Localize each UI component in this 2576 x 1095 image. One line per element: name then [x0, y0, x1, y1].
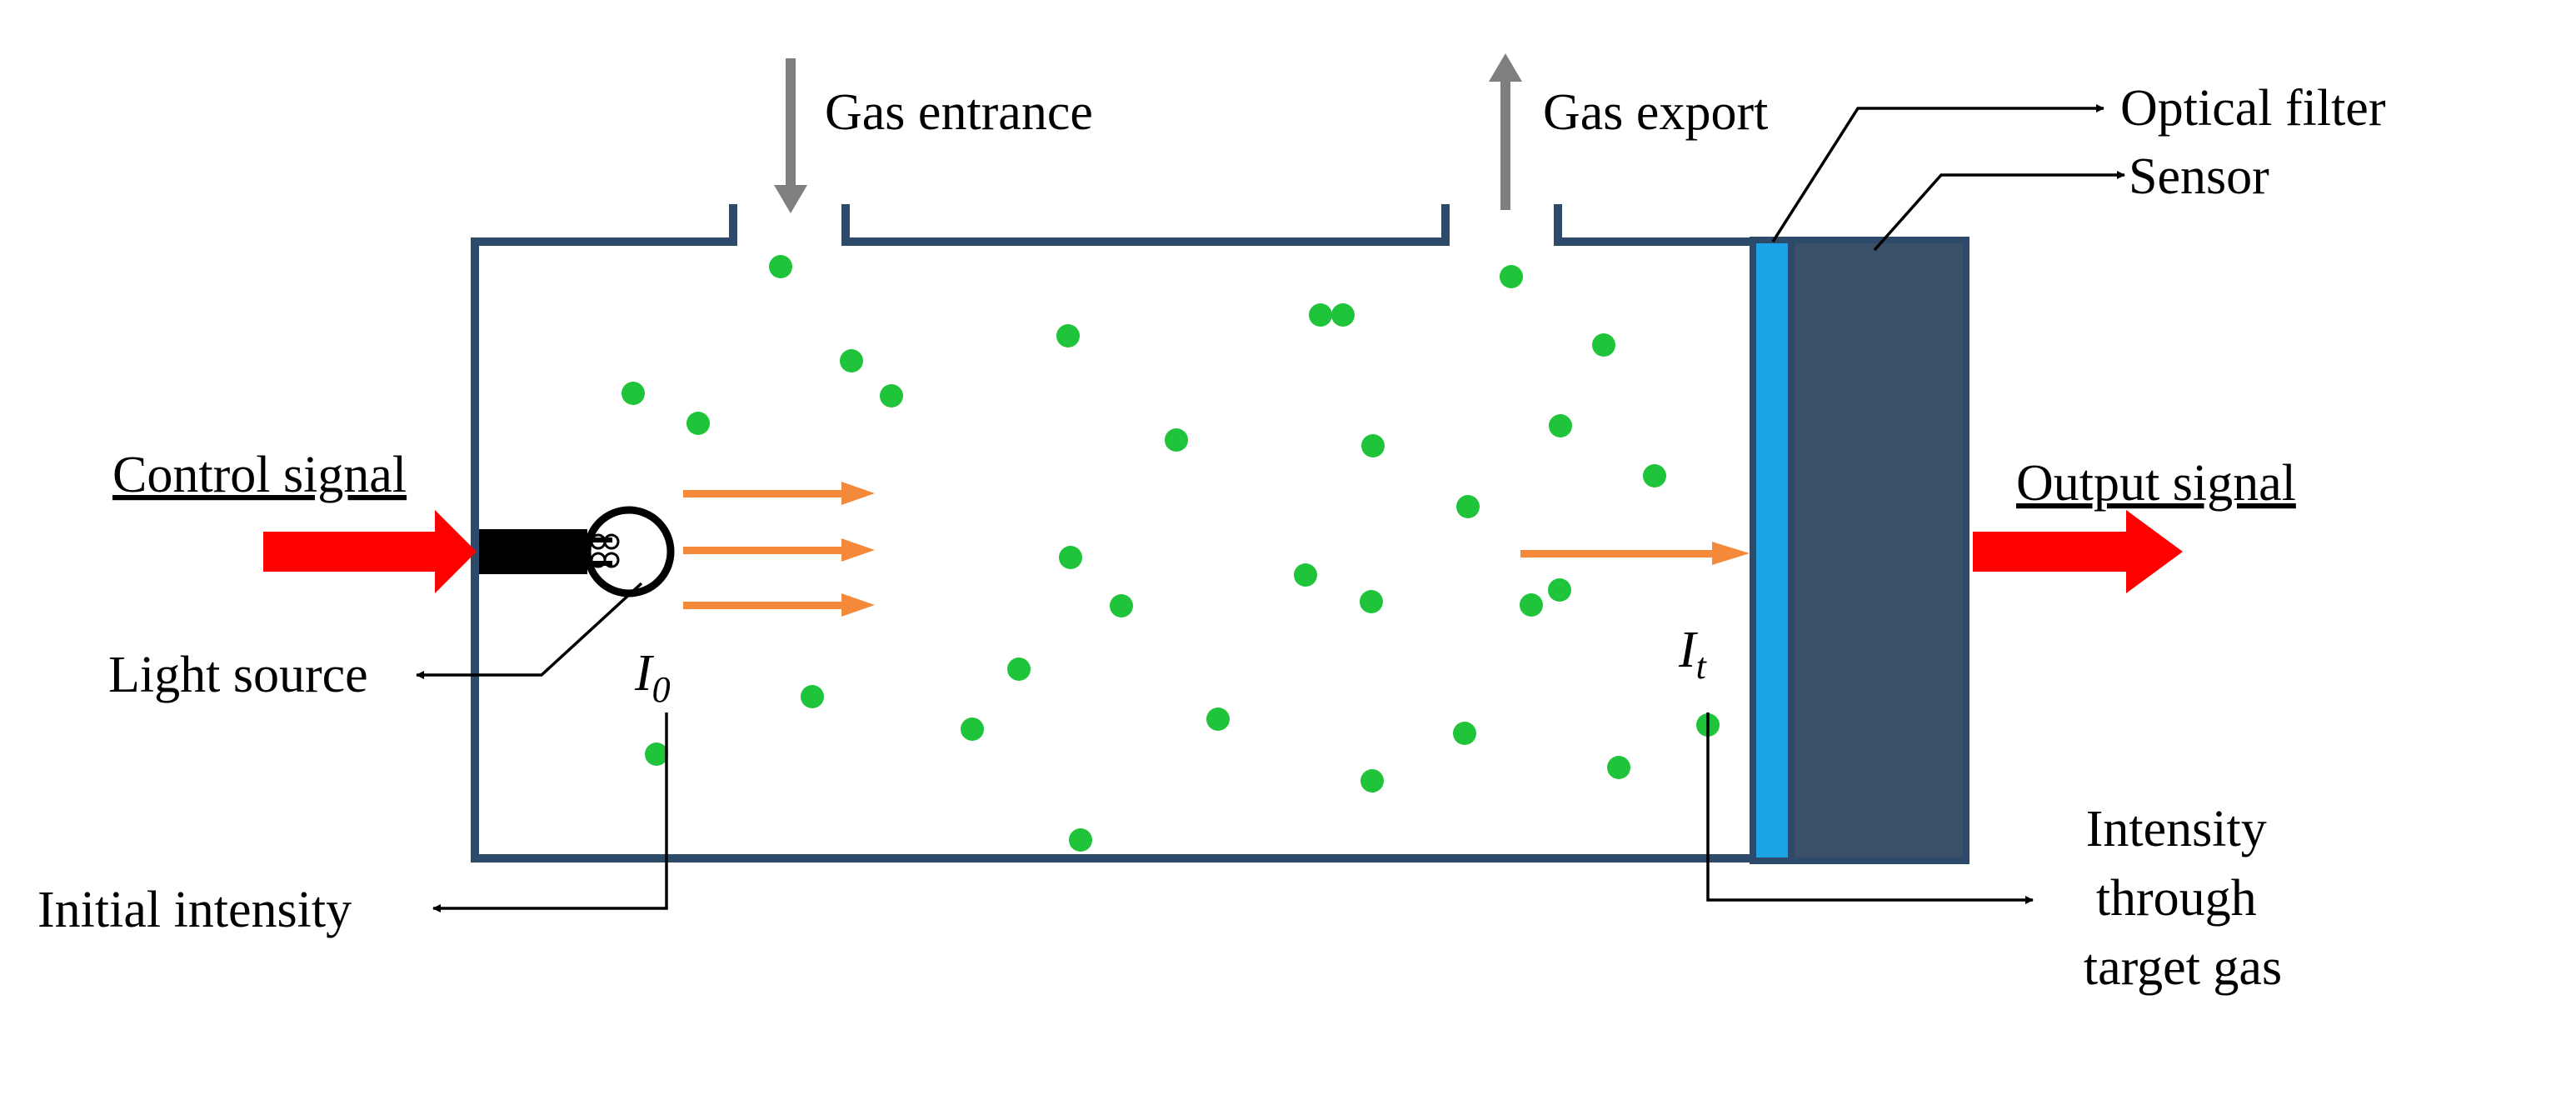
initial-intensity-label: Initial intensity — [37, 882, 352, 938]
optical-filter — [1750, 237, 1795, 864]
light-source-label: Light source — [108, 647, 368, 703]
leader-lines — [416, 104, 2125, 912]
sensor-label: Sensor — [2129, 148, 2269, 205]
sensor-leader — [1873, 171, 2125, 252]
gas-molecule — [686, 412, 710, 435]
output-signal-label: Output signal — [2016, 455, 2296, 512]
control-signal-arrow — [263, 510, 477, 593]
gas-entrance-arrow — [774, 58, 807, 213]
optical-filter-label: Optical filter — [2120, 80, 2386, 137]
gas-molecule — [1069, 828, 1092, 852]
chamber-wall-top-right — [1554, 204, 1762, 246]
gas-molecule — [1165, 428, 1188, 452]
gas-molecule — [1549, 414, 1572, 438]
gas-molecule — [645, 742, 668, 766]
output-signal-arrow — [1973, 510, 2183, 593]
light-beam — [683, 538, 875, 562]
light-bulb-icon — [479, 506, 675, 598]
gas-molecule — [1059, 546, 1082, 569]
light-source-leader — [416, 582, 643, 679]
initial-intensity-leader — [432, 712, 668, 912]
chamber-wall-left-top — [471, 204, 1750, 862]
gas-molecule — [1643, 464, 1666, 488]
gas-molecules — [622, 255, 1720, 852]
control-signal-label: Control signal — [112, 447, 407, 503]
gas-molecule — [961, 718, 984, 741]
gas-molecule — [769, 255, 792, 278]
light-beams — [683, 482, 1750, 617]
gas-molecule — [1294, 563, 1317, 587]
intensity-through-target-gas-label: Intensity through target gas — [2084, 801, 2282, 996]
gas-molecule — [1309, 303, 1332, 327]
gas-molecule — [840, 349, 863, 372]
gas-molecule — [1007, 658, 1031, 681]
gas-molecule — [1456, 495, 1480, 518]
gas-molecule — [1453, 722, 1476, 745]
gas-molecule — [1110, 594, 1133, 618]
gas-export-label: Gas export — [1543, 84, 1768, 141]
sensor — [1788, 237, 1969, 864]
gas-molecule — [1361, 434, 1385, 458]
gas-molecule — [622, 382, 645, 405]
gas-molecule — [1500, 265, 1523, 288]
gas-molecule — [1520, 593, 1543, 617]
gas-molecule — [880, 384, 903, 408]
initial-intensity-symbol: I0 — [634, 645, 671, 710]
transmitted-intensity-symbol: It — [1678, 622, 1708, 687]
light-beam-transmitted — [1520, 542, 1750, 565]
optical-filter-leader — [1771, 104, 2104, 242]
intensity-through-leader — [1706, 712, 2034, 904]
gas-molecule — [1331, 303, 1355, 327]
gas-molecule — [1360, 590, 1383, 613]
gas-chamber — [471, 204, 1762, 862]
gas-molecule — [1206, 708, 1230, 731]
gas-molecule — [1360, 769, 1384, 792]
gas-molecule — [1548, 578, 1571, 602]
gas-molecule — [801, 685, 824, 708]
gas-molecule — [1607, 756, 1630, 779]
light-beam — [683, 593, 875, 617]
gas-export-arrow — [1489, 53, 1522, 210]
gas-entrance-label: Gas entrance — [825, 84, 1093, 141]
light-beam — [683, 482, 875, 505]
gas-molecule — [1592, 333, 1615, 357]
gas-molecule — [1056, 324, 1080, 348]
chamber-wall-top-middle — [841, 204, 1450, 246]
